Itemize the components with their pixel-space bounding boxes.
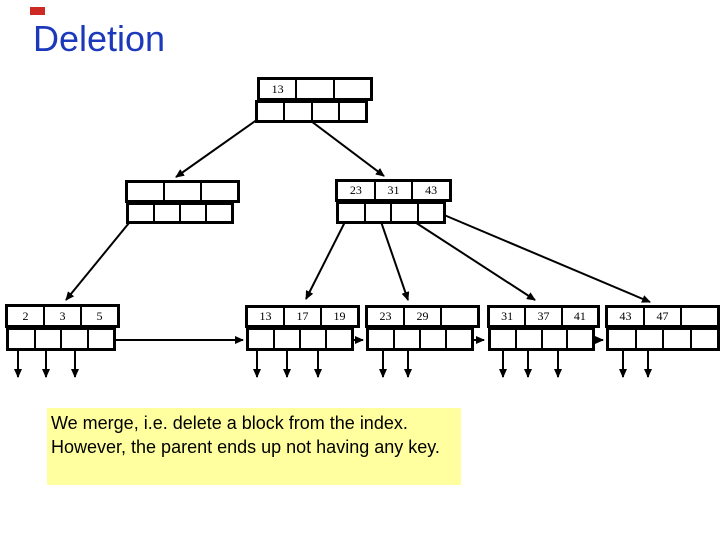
bptree-leaf-1-key-row: 2 3 5 — [5, 304, 120, 328]
bptree-internal-left-pointer-row — [126, 202, 234, 224]
pointer-cell — [62, 330, 89, 348]
edge-internal-right-to-leaf-2 — [305, 211, 351, 300]
key-cell: 29 — [405, 308, 442, 325]
bptree-leaf-3-pointer-row — [366, 327, 474, 351]
pointer-cell — [275, 330, 301, 348]
bptree-internal-right-key-row: 23 31 43 — [335, 179, 452, 202]
bptree-leaf-4-pointer-row — [488, 327, 595, 351]
bptree-leaf-5-key-row: 43 47 — [605, 305, 720, 328]
pointer-cell — [129, 205, 155, 221]
edge-internal-right-to-leaf-5 — [436, 211, 651, 303]
key-cell — [335, 80, 370, 98]
pointer-cell — [327, 330, 351, 348]
pointer-cell — [419, 204, 444, 221]
pointer-cell — [491, 330, 517, 348]
key-cell: 19 — [333, 309, 346, 323]
pointer-cell — [340, 103, 365, 120]
key-cell: 5 — [96, 308, 103, 323]
bptree-leaf-5-pointer-row — [606, 327, 720, 351]
pointer-cell — [366, 204, 392, 221]
pointer-cell — [543, 330, 569, 348]
key-cell: 37 — [526, 308, 563, 325]
bptree-internal-right-pointer-row — [336, 201, 446, 224]
key-cell: 17 — [285, 308, 322, 325]
pointer-cell — [313, 103, 340, 120]
pointer-cell — [36, 330, 62, 348]
pointer-cell — [285, 103, 313, 120]
key-cell: 43 — [608, 308, 645, 325]
pointer-cell — [9, 330, 36, 348]
bptree-leaf-4-key-row: 31 37 41 — [487, 305, 600, 328]
pointer-cell — [568, 330, 592, 348]
pointer-cell — [207, 205, 231, 221]
key-cell: 41 — [573, 309, 586, 323]
edge-internal-right-to-leaf-4 — [403, 214, 536, 301]
pointer-cell — [664, 330, 692, 348]
bptree-root-key-row: 13 — [257, 77, 373, 101]
pointer-cell — [609, 330, 637, 348]
pointer-cell — [692, 330, 718, 348]
pointer-cell — [421, 330, 447, 348]
key-cell: 13 — [260, 80, 298, 98]
bptree-root-pointer-row — [255, 100, 368, 123]
note-box: We merge, i.e. delete a block from the i… — [47, 408, 461, 485]
key-cell — [202, 183, 237, 200]
pointer-cell — [301, 330, 327, 348]
key-cell: 2 — [8, 307, 45, 325]
red-accent-mark — [30, 7, 45, 15]
note-text: We merge, i.e. delete a block from the i… — [51, 413, 440, 457]
key-cell: 23 — [368, 308, 405, 325]
pointer-cell — [89, 330, 114, 348]
bptree-internal-left-key-row — [125, 180, 240, 203]
pointer-cell — [249, 330, 275, 348]
pointer-cell — [447, 330, 471, 348]
bptree-leaf-1-pointer-row — [6, 327, 116, 351]
key-cell — [165, 183, 202, 200]
pointer-cell — [339, 204, 366, 221]
bptree-leaf-2-pointer-row — [246, 327, 354, 351]
key-cell — [442, 308, 477, 325]
slide-title: Deletion — [33, 18, 166, 59]
pointer-cell — [392, 204, 419, 221]
key-cell: 43 — [425, 183, 438, 197]
pointer-cell — [258, 103, 286, 120]
key-cell: 47 — [645, 308, 682, 325]
bptree-leaf-2-key-row: 13 17 19 — [245, 305, 360, 328]
pointer-cell — [395, 330, 421, 348]
pointer-cell — [155, 205, 181, 221]
key-cell: 31 — [490, 308, 527, 325]
pointer-cell — [517, 330, 543, 348]
key-cell — [128, 183, 165, 200]
key-cell: 31 — [376, 182, 414, 199]
bptree-leaf-3-key-row: 23 29 — [365, 305, 480, 328]
key-cell: 13 — [248, 308, 285, 325]
pointer-cell — [181, 205, 207, 221]
pointer-cell — [637, 330, 664, 348]
pointer-cell — [369, 330, 395, 348]
key-cell — [297, 80, 335, 98]
key-cell — [682, 308, 717, 325]
edge-internal-right-to-leaf-3 — [377, 212, 410, 301]
key-cell: 23 — [338, 182, 376, 199]
key-cell: 3 — [45, 307, 82, 325]
edge-internal-left-to-leaf-1 — [65, 211, 139, 301]
